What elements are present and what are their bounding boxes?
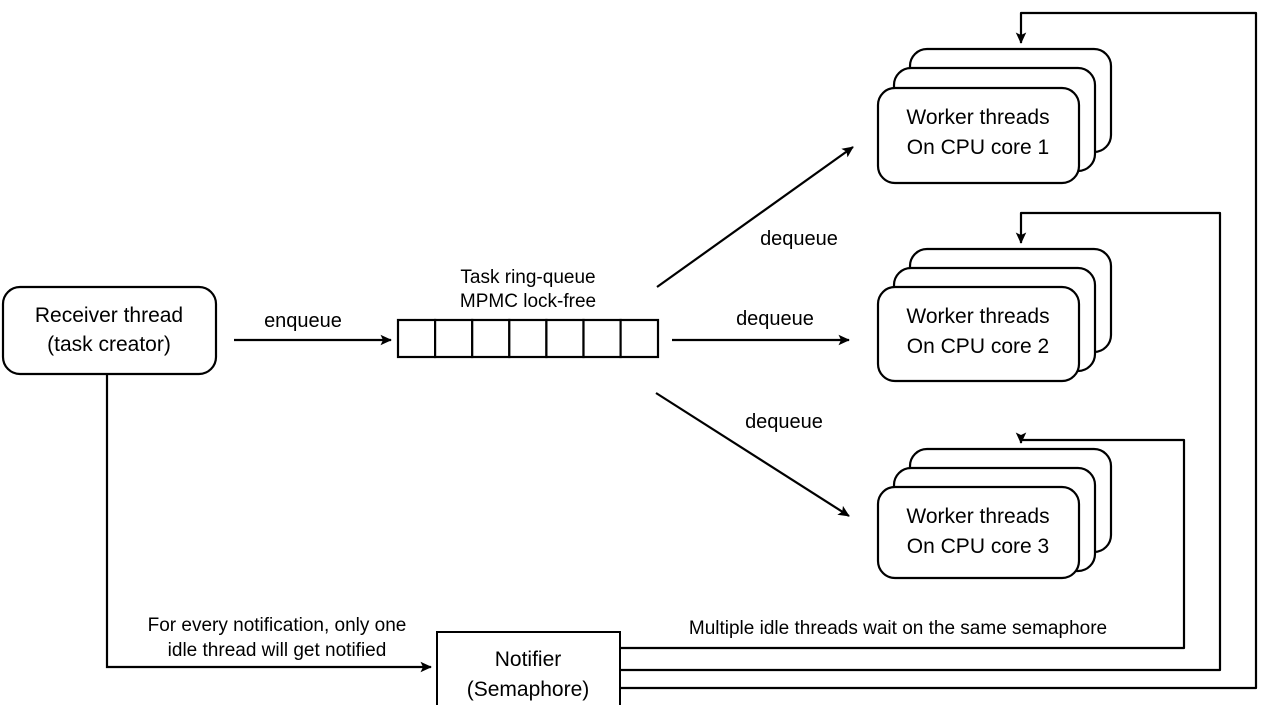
- notifier-to-core-1-wire: [620, 11, 1258, 690]
- worker-core-3-label-line2: On CPU core 3: [907, 535, 1049, 558]
- queue-cell: [582, 318, 622, 359]
- dequeue-core-1-arrow: [656, 146, 854, 288]
- queue-cell: [508, 318, 548, 359]
- worker-core-2-label-line2: On CPU core 2: [907, 335, 1049, 358]
- notifier-box: [436, 631, 621, 705]
- edge-dequeue-core-2: dequeue: [672, 308, 850, 346]
- edge-dequeue-core-3: dequeue: [655, 392, 850, 517]
- notification-note-line2: idle thread will get notified: [168, 640, 387, 661]
- dequeue-core-1-label: dequeue: [760, 228, 838, 250]
- queue-label-line1: Task ring-queue: [460, 267, 595, 288]
- queue-cell: [619, 318, 660, 359]
- worker-core-1-label-line1: Worker threads: [906, 106, 1049, 129]
- queue-label-line2: MPMC lock-free: [460, 291, 596, 312]
- edge-receiver-to-notifier: For every notification, only one idle th…: [105, 374, 432, 673]
- queue-cell: [545, 318, 585, 359]
- receiver-thread-label-line2: (task creator): [47, 333, 171, 356]
- notification-note-line1: For every notification, only one: [148, 615, 407, 636]
- worker-core-2-box-front: [876, 285, 1081, 383]
- queue-cells: [396, 318, 660, 359]
- queue-cell: [396, 318, 437, 359]
- semaphore-note-label: Multiple idle threads wait on the same s…: [689, 618, 1107, 639]
- edge-enqueue: enqueue: [234, 310, 392, 346]
- worker-core-1-box-front: [876, 86, 1081, 185]
- worker-core-2-label-line1: Worker threads: [906, 305, 1049, 328]
- dequeue-core-2-label: dequeue: [736, 308, 814, 330]
- receiver-thread-label-line1: Receiver thread: [35, 304, 183, 327]
- receiver-thread-box: [1, 285, 218, 376]
- worker-core-3-box-front: [876, 485, 1081, 580]
- notifier-label-line1: Notifier: [495, 648, 562, 671]
- node-worker-threads-core-3[interactable]: Worker threads On CPU core 3: [876, 447, 1113, 580]
- queue-cell: [471, 318, 511, 359]
- worker-core-1-label-line2: On CPU core 1: [907, 136, 1049, 159]
- enqueue-label: enqueue: [264, 310, 342, 332]
- node-receiver-thread[interactable]: Receiver thread (task creator): [1, 285, 218, 376]
- notifier-to-core-2-wire: [620, 211, 1222, 672]
- notifier-label-line2: (Semaphore): [467, 678, 590, 701]
- worker-core-3-label-line1: Worker threads: [906, 505, 1049, 528]
- dequeue-core-3-arrow: [655, 392, 850, 517]
- dequeue-core-3-label: dequeue: [745, 411, 823, 433]
- node-worker-threads-core-1[interactable]: Worker threads On CPU core 1: [876, 47, 1113, 185]
- notifier-to-core-3-wire: [620, 432, 1186, 650]
- edge-dequeue-core-1: dequeue: [656, 146, 854, 288]
- node-worker-threads-core-2[interactable]: Worker threads On CPU core 2: [876, 247, 1113, 383]
- queue-cell: [434, 318, 474, 359]
- node-notifier-semaphore[interactable]: Notifier (Semaphore): [436, 631, 621, 705]
- node-task-ring-queue[interactable]: Task ring-queue MPMC lock-free: [396, 267, 660, 359]
- receiver-to-notifier-arrow: [105, 374, 432, 673]
